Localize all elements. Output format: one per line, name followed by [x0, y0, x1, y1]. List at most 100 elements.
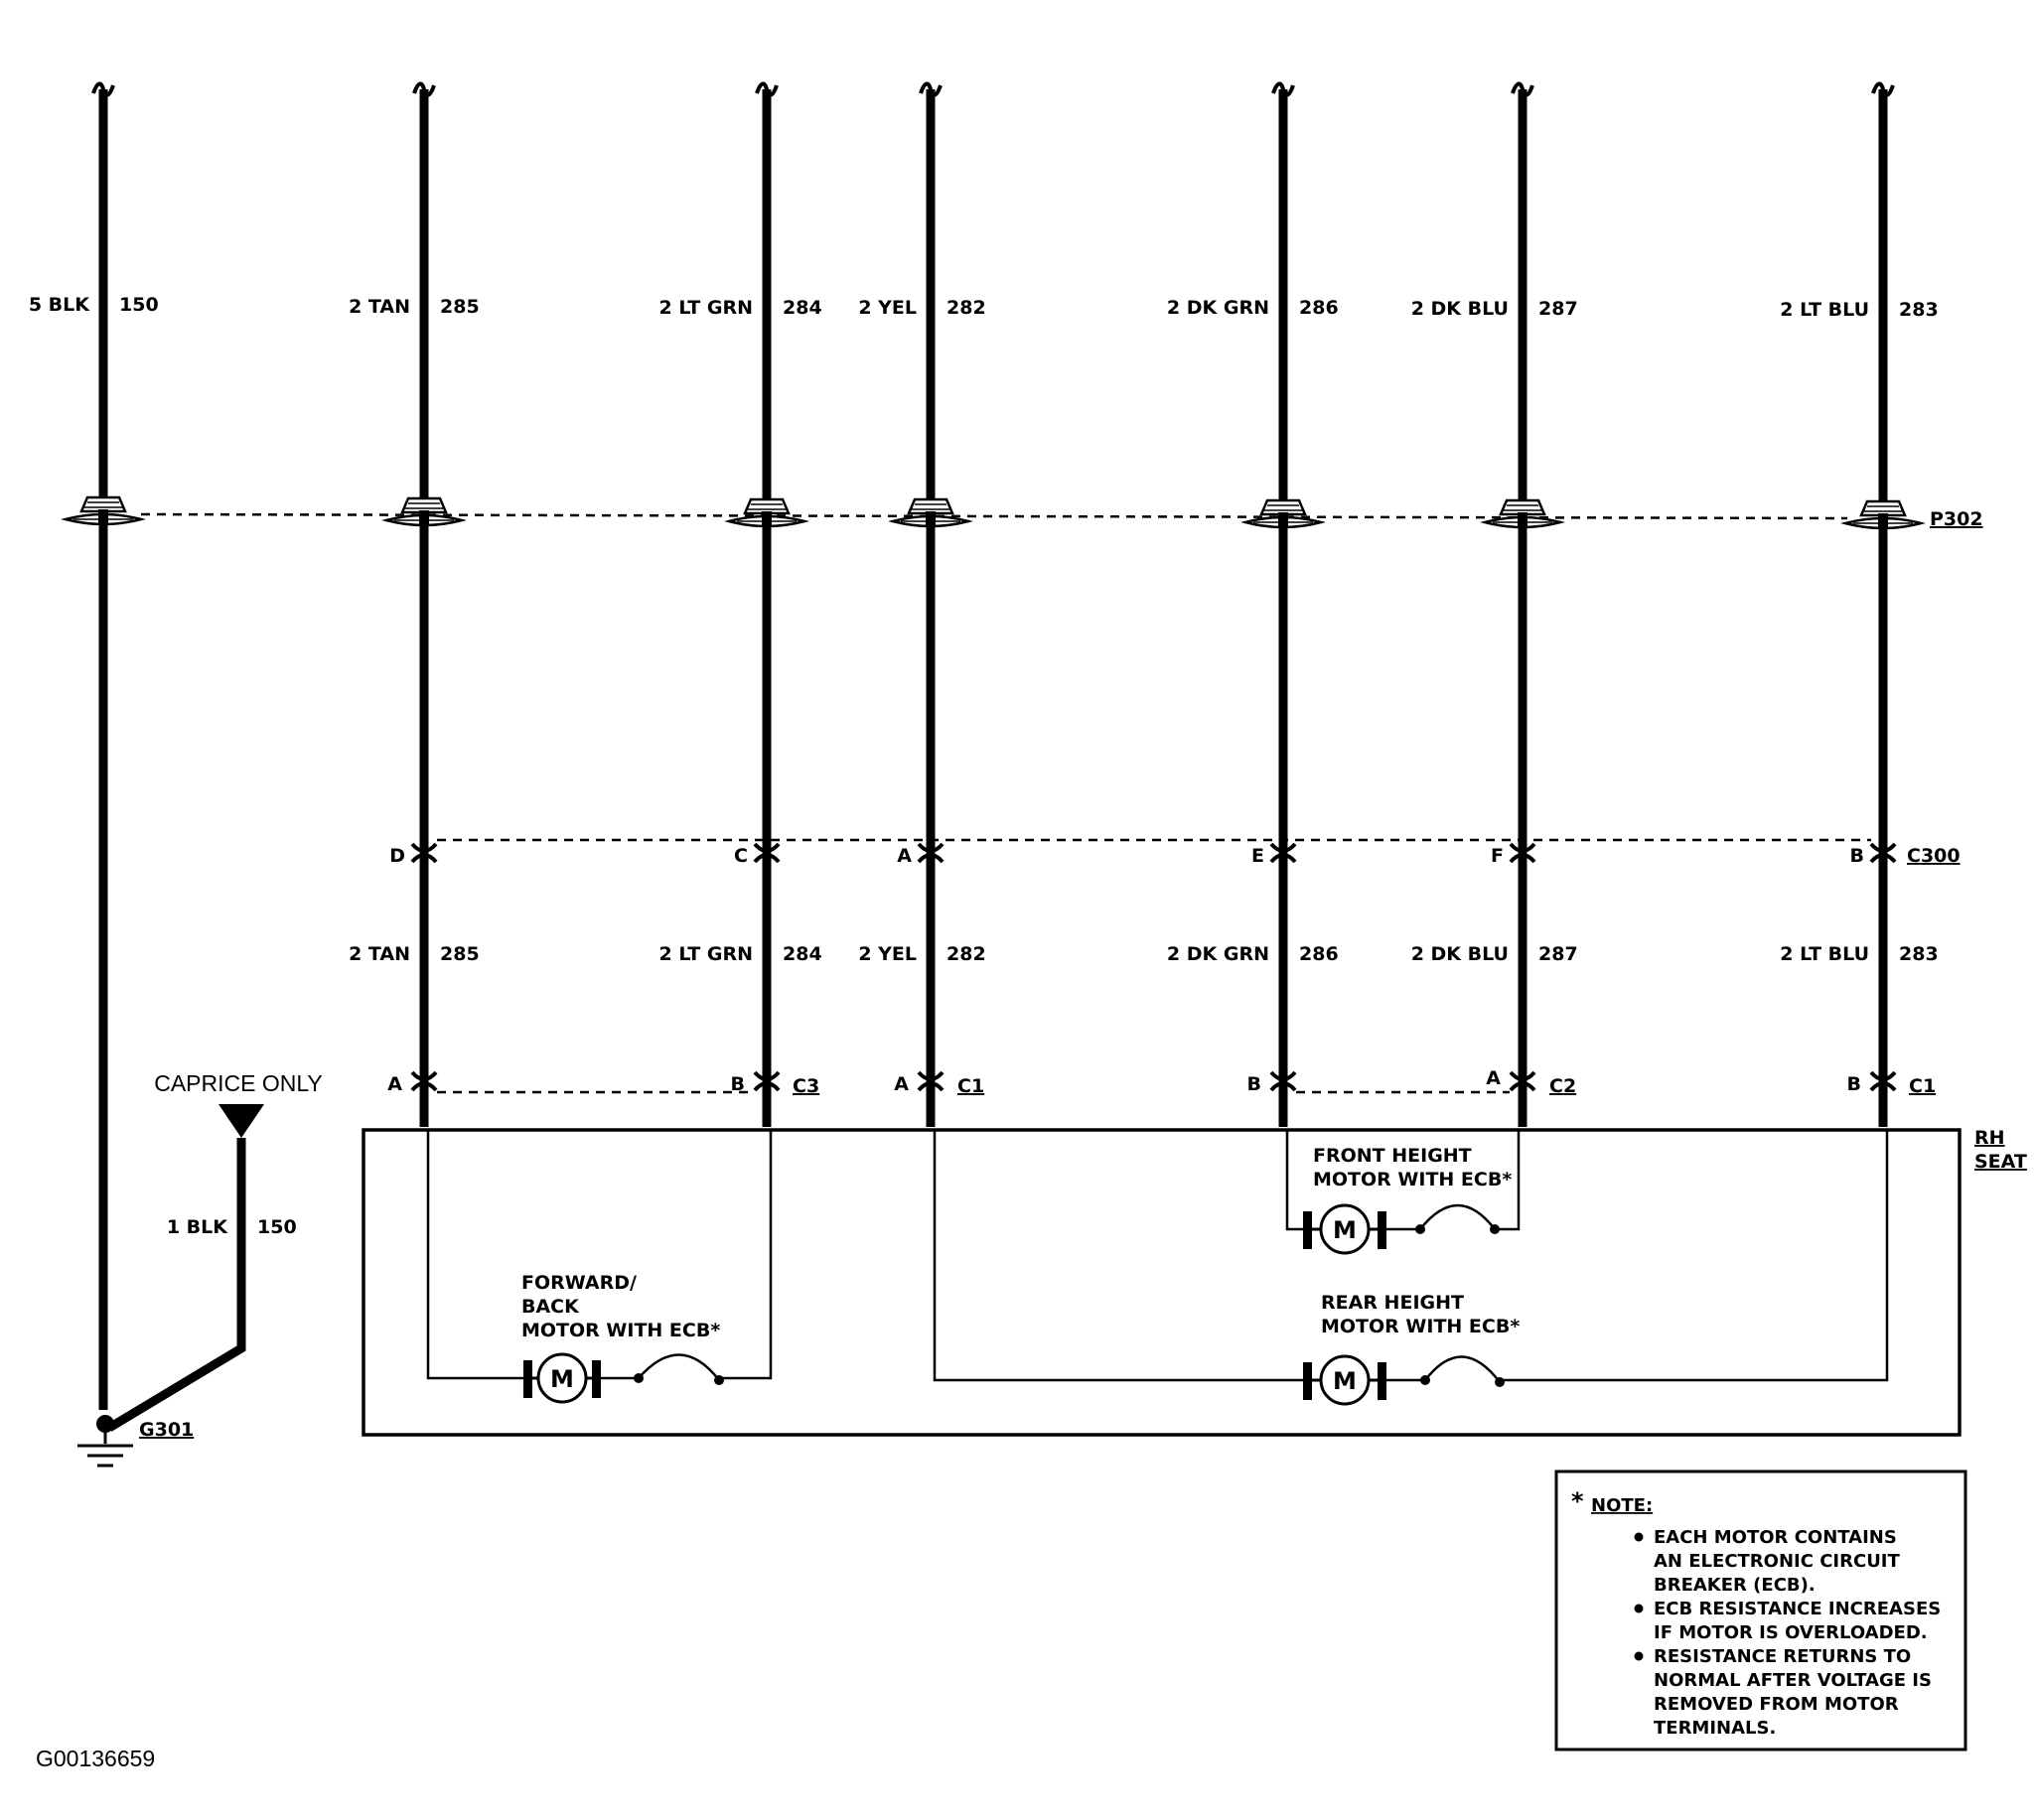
- pin-label: C: [734, 845, 748, 867]
- motor-symbol: M: [1333, 1367, 1357, 1395]
- seat-label: SEAT: [1974, 1151, 2027, 1173]
- motor-label: MOTOR WITH ECB*: [1313, 1169, 1512, 1190]
- wire-label-circuit: 287: [1538, 943, 1578, 965]
- note-outline: [1554, 1470, 1967, 1751]
- grommet-icon: [384, 496, 464, 527]
- wire-label-circuit: 285: [440, 296, 480, 318]
- connector-label-c1: C1: [957, 1075, 984, 1097]
- wire-label-color: 2 YEL: [858, 297, 917, 319]
- note-line: RESISTANCE RETURNS TO: [1654, 1646, 1911, 1667]
- wire-label-circuit: 150: [257, 1216, 297, 1238]
- seat-outline: [362, 1128, 1962, 1437]
- break-mark: [1271, 81, 1295, 97]
- seat-internal-wiring: [426, 1130, 1889, 1382]
- pin-label: B: [1850, 845, 1864, 867]
- wire-label-circuit: 285: [440, 943, 480, 965]
- pin-label: A: [894, 1073, 909, 1095]
- grommet-icon: [727, 497, 806, 528]
- motor-label: FORWARD/: [521, 1272, 637, 1294]
- connector-label-p302: P302: [1930, 508, 1983, 530]
- motor-label: BACK: [521, 1296, 580, 1318]
- connector-label-c1: C1: [1909, 1075, 1936, 1097]
- note-star: *: [1571, 1487, 1584, 1515]
- pin-label: A: [897, 845, 912, 867]
- note-line: IF MOTOR IS OVERLOADED.: [1654, 1622, 1928, 1643]
- note-line: BREAKER (ECB).: [1654, 1575, 1816, 1596]
- pin-label: B: [1847, 1073, 1861, 1095]
- motor-rear-height: M REAR HEIGHT MOTOR WITH ECB*: [1303, 1292, 1520, 1406]
- note-box: * NOTE: EACH MOTOR CONTAINS AN ELECTRONI…: [1554, 1470, 1967, 1751]
- top-wire-labels: 5 BLK 150 2 TAN 285 2 LT GRN 284 2 YEL 2…: [29, 294, 1939, 321]
- motor-forward-back: M FORWARD/ BACK MOTOR WITH ECB*: [521, 1272, 724, 1404]
- mid-wire-labels: 2 TAN 285 2 LT GRN 284 2 YEL 282 2 DK GR…: [349, 943, 1939, 965]
- motor-symbol: M: [550, 1365, 574, 1393]
- pin-label: A: [387, 1073, 402, 1095]
- wire-label-circuit: 150: [119, 294, 159, 316]
- grommet-icon: [1843, 499, 1923, 530]
- pin-label: A: [1486, 1067, 1501, 1089]
- p302-passthrough: P302: [64, 495, 1983, 530]
- note-line: ECB RESISTANCE INCREASES: [1654, 1599, 1941, 1619]
- ground-g301: G301: [77, 1415, 194, 1468]
- wire-label-circuit: 282: [946, 943, 986, 965]
- motor-symbol: M: [1333, 1216, 1357, 1244]
- harness-wires: [98, 89, 1888, 1410]
- motor-label: REAR HEIGHT: [1321, 1292, 1464, 1314]
- wire-label-color: 1 BLK: [167, 1216, 228, 1238]
- wire-150-caprice: [106, 1138, 246, 1432]
- break-mark: [1511, 81, 1534, 97]
- c300-connector: D C A E F B C300: [389, 838, 1961, 867]
- continuation-marks: [91, 81, 1895, 97]
- figure-id: G00136659: [36, 1746, 155, 1771]
- wire-label-color: 5 BLK: [29, 294, 90, 316]
- wire-label-circuit: 284: [783, 297, 822, 319]
- note-line: TERMINALS.: [1654, 1718, 1776, 1739]
- connector-label-c2: C2: [1549, 1075, 1576, 1097]
- wire-label-circuit: 282: [946, 297, 986, 319]
- note-line: REMOVED FROM MOTOR: [1654, 1694, 1899, 1715]
- wire-label-color: 2 DK GRN: [1167, 297, 1269, 319]
- pin-label: B: [731, 1073, 745, 1095]
- wire-label-color: 2 DK BLU: [1411, 298, 1509, 320]
- note-line: AN ELECTRONIC CIRCUIT: [1654, 1551, 1901, 1572]
- motor-front-height: M FRONT HEIGHT MOTOR WITH ECB*: [1303, 1145, 1512, 1255]
- grommet-icon: [64, 495, 143, 526]
- wire-label-color: 2 DK BLU: [1411, 943, 1509, 965]
- motor-label: MOTOR WITH ECB*: [521, 1320, 720, 1341]
- break-mark: [755, 81, 779, 97]
- seat-label: RH: [1974, 1127, 2005, 1149]
- note-line: EACH MOTOR CONTAINS: [1654, 1527, 1897, 1548]
- wire-label-color: 2 LT BLU: [1780, 299, 1869, 321]
- grommet-icon: [1243, 498, 1323, 529]
- caprice-only-label: CAPRICE ONLY: [154, 1070, 323, 1096]
- motor-label: MOTOR WITH ECB*: [1321, 1316, 1520, 1337]
- ecb-breaker-icon: [1419, 1203, 1496, 1230]
- connector-label-c3: C3: [793, 1075, 819, 1097]
- wire-label-color: 2 LT BLU: [1780, 943, 1869, 965]
- connector-label-c300: C300: [1907, 845, 1961, 867]
- grommet-icon: [891, 497, 970, 528]
- pin-label: E: [1251, 845, 1264, 867]
- pin-label: D: [389, 845, 405, 867]
- wire-label-color: 2 YEL: [858, 943, 917, 965]
- ground-label: G301: [139, 1419, 194, 1441]
- rh-seat-component: RH SEAT: [362, 1127, 2027, 1437]
- wire-label-color: 2 TAN: [349, 296, 410, 318]
- ecb-breaker-icon: [1424, 1355, 1501, 1383]
- break-mark: [412, 81, 436, 97]
- seat-connectors: A B A B A B C3 C1 C2 C1: [387, 1067, 1936, 1097]
- wire-label-circuit: 286: [1299, 297, 1339, 319]
- wire-label-color: 2 LT GRN: [659, 943, 754, 965]
- wire-label-color: 2 LT GRN: [659, 297, 754, 319]
- pin-label: F: [1491, 845, 1504, 867]
- wire-label-circuit: 283: [1899, 299, 1939, 321]
- pin-label: B: [1247, 1073, 1261, 1095]
- grommet-icon: [1483, 498, 1562, 529]
- caprice-ground-branch: CAPRICE ONLY 1 BLK 150: [106, 1070, 323, 1432]
- wire-label-circuit: 284: [783, 943, 822, 965]
- wire-label-circuit: 286: [1299, 943, 1339, 965]
- note-line: NORMAL AFTER VOLTAGE IS: [1654, 1670, 1932, 1691]
- wire-label-color: 2 DK GRN: [1167, 943, 1269, 965]
- wire-label-circuit: 283: [1899, 943, 1939, 965]
